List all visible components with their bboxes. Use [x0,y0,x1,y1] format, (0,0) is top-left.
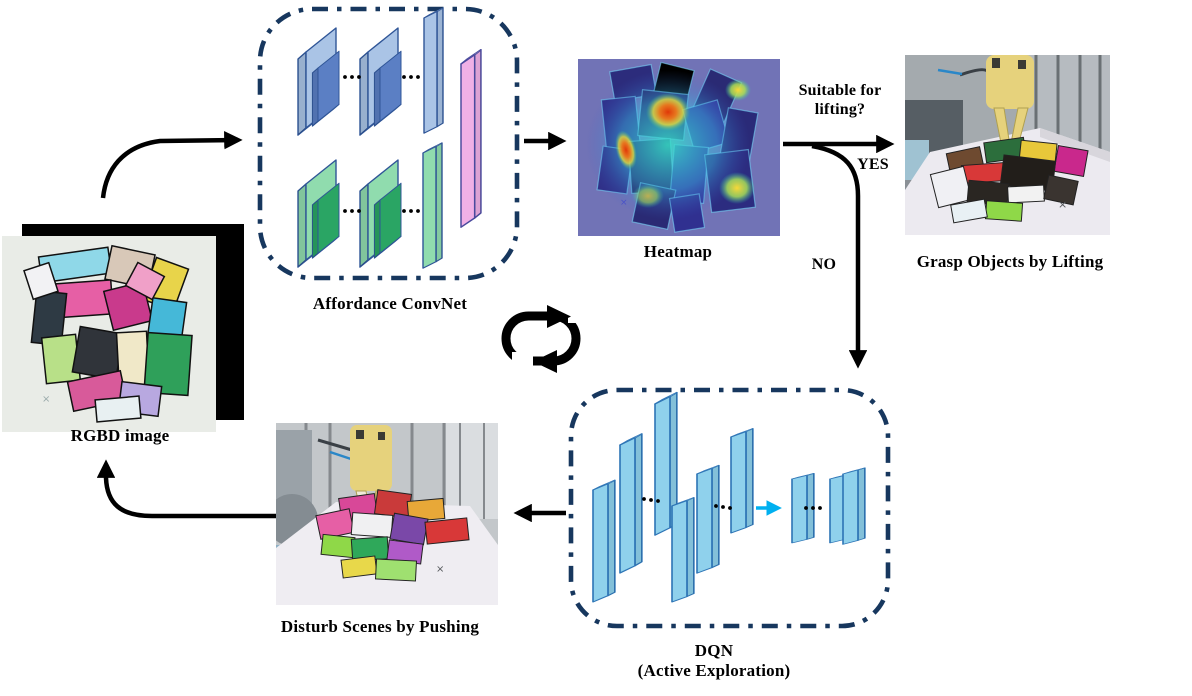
arrow-no-to-dqn [811,143,868,369]
grasp-photo: × [905,55,1110,235]
yes-label: YES [857,156,889,173]
arrow-push-to-rgbd [96,459,276,519]
dqn-label-subtitle: (Active Exploration) [637,661,791,681]
dqn-layers [592,391,866,603]
conv-blue-layers [297,7,444,136]
svg-text:×: × [620,198,628,208]
heatmap-image: × [578,59,780,236]
no-label: NO [811,256,837,273]
heatmap-label: Heatmap [643,242,713,261]
arrow-rgbd-to-convnet [100,130,243,199]
rgbd-photo: × [2,224,244,432]
dqn-label: DQN (Active Exploration) [594,641,834,682]
loop-cycle-icon [501,305,582,373]
svg-text:×: × [1058,198,1067,211]
dqn-ellipsis-dots [642,497,822,510]
flow-arrows [96,130,895,523]
dqn-label-title: DQN [694,641,734,660]
conv-ellipsis-dots [343,75,420,213]
dqn-box [568,387,891,629]
svg-text:×: × [436,564,444,575]
affordance-convnet-box [257,6,520,281]
decision-label: Suitable for lifting? [798,82,882,119]
conv-green-layers [297,142,443,269]
svg-text:×: × [42,394,50,405]
grasp-label: Grasp Objects by Lifting [916,252,1104,271]
convnet-label: Affordance ConvNet [312,294,468,313]
push-photo: × [276,423,498,605]
push-label: Disturb Scenes by Pushing [280,617,480,636]
rgbd-label: RGBD image [70,426,170,445]
output-slab [460,48,482,228]
